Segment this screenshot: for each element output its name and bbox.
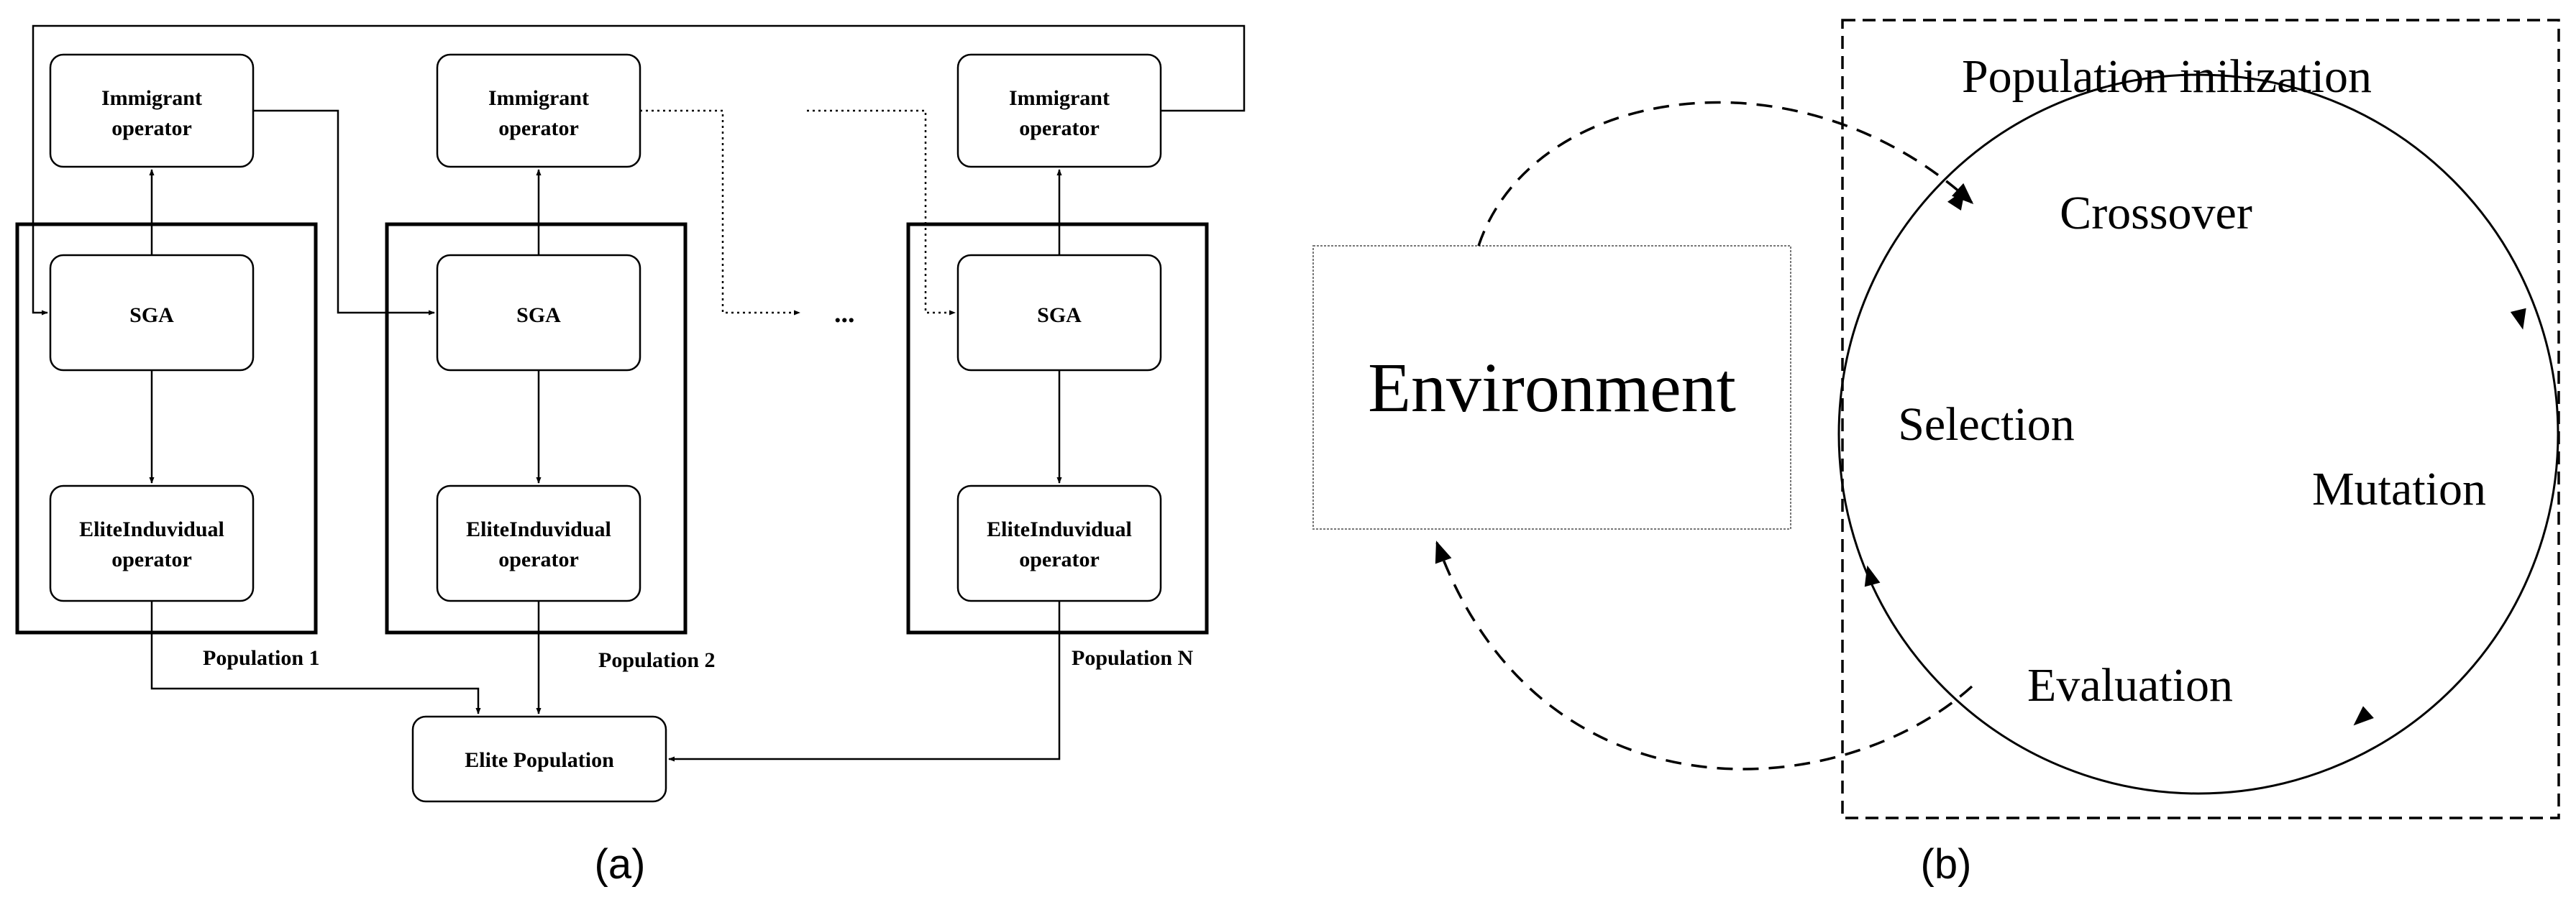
elite-op-label-2b: operator [498, 548, 579, 571]
arrow-elite1-elitepop [150, 601, 481, 714]
population-frame-1 [15, 222, 318, 635]
population-label-2: Population 2 [598, 648, 716, 672]
immigrant-box-n [956, 53, 1162, 168]
immigrant-label-na: Immigrant [1009, 86, 1110, 110]
population-frame-2 [385, 222, 688, 635]
immigrant-label-1b: operator [111, 116, 192, 140]
caption-a: (a) [595, 841, 646, 888]
arrow-to-evaluation [2353, 706, 2374, 726]
cycle-circle [1837, 73, 2559, 795]
sga-label-2: SGA [516, 303, 561, 327]
immigrant-label-2b: operator [498, 116, 579, 140]
elite-op-label-1a: EliteInduvidual [79, 518, 224, 541]
environment-label: Environment [1368, 349, 1736, 427]
dashed-env-to-init [1477, 101, 1974, 247]
arrow-immigrant1-sga2 [253, 109, 435, 316]
dashed-evaluation-to-env [1435, 541, 1973, 771]
caption-b: (b) [1921, 841, 1972, 888]
population-frame-n [906, 222, 1209, 635]
elite-population-label: Elite Population [465, 748, 614, 772]
sga-label-1: SGA [129, 303, 174, 327]
elite-op-box-2 [436, 484, 641, 602]
panel-b: Environment Population inilization Cross… [1312, 19, 2560, 888]
panel-a: Immigrant operator Immigrant operator Im… [15, 24, 1246, 888]
init-label: Population inilization [1962, 50, 2372, 103]
environment-box [1312, 245, 1791, 530]
arrow-to-crossover [1947, 189, 1965, 211]
elite-op-label-1b: operator [111, 548, 192, 571]
crossover-label: Crossover [2060, 187, 2252, 239]
immigrant-label-1a: Immigrant [101, 86, 202, 110]
elite-op-label-2a: EliteInduvidual [466, 518, 611, 541]
mutation-label: Mutation [2312, 463, 2486, 515]
elite-op-box-1 [49, 484, 255, 602]
elite-op-label-nb: operator [1019, 548, 1100, 571]
arrow-eliten-elitepop [668, 601, 1061, 762]
immigrant-label-2a: Immigrant [488, 86, 589, 110]
arrow-dotted-sgan [807, 109, 956, 316]
population-label-n: Population N [1072, 646, 1194, 670]
elite-op-box-n [956, 484, 1162, 602]
immigrant-box-1 [49, 53, 255, 168]
sga-label-n: SGA [1037, 303, 1082, 327]
evaluation-label: Evaluation [2027, 659, 2233, 712]
selection-label: Selection [1898, 398, 2075, 451]
arrow-immigrant2-dotted [640, 109, 800, 316]
ellipsis-text: ... [834, 298, 855, 328]
population-label-1: Population 1 [203, 646, 320, 670]
elite-op-label-na: EliteInduvidual [987, 518, 1132, 541]
elite-population-box [411, 715, 667, 803]
immigrant-box-2 [436, 53, 641, 168]
arrow-immigrantn-sga1 [32, 24, 1246, 316]
immigrant-label-nb: operator [1019, 116, 1100, 140]
